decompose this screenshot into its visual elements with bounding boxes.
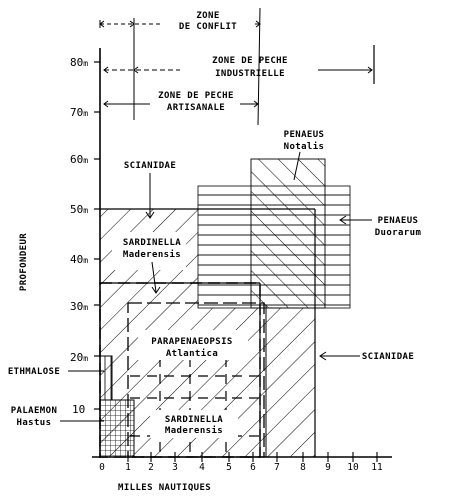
x-tick-3: 3 — [172, 462, 178, 473]
palaemon-region — [99, 399, 135, 458]
x-tick-10: 10 — [347, 462, 359, 473]
x-tick-7: 7 — [274, 462, 280, 473]
y-tick-30: 30 — [70, 300, 83, 313]
zone-conflit-line2: DE CONFLIT — [179, 22, 237, 32]
y-tick-40: 40 — [70, 253, 83, 266]
x-tick-11: 11 — [371, 462, 383, 473]
svg-text:80m: 80m — [70, 56, 88, 69]
y-axis-title: PROFONDEUR — [19, 233, 29, 291]
zone-industrielle: ZONE DE PECHE INDUSTRIELLE — [103, 45, 375, 84]
svg-text:SARDINELLA: SARDINELLA — [123, 238, 181, 248]
y-tick-70: 70 — [70, 106, 83, 119]
svg-text:SCIANIDAE: SCIANIDAE — [124, 161, 176, 171]
svg-text:40m: 40m — [70, 253, 88, 266]
parapenaeopsis-label-bg — [138, 330, 248, 360]
x-tick-5: 5 — [226, 462, 232, 473]
zone-artisanale-line2: ARTISANALE — [167, 103, 225, 113]
y-tick-marks — [94, 61, 100, 410]
label-penaeus-notalis: PENAEUS Notalis — [272, 126, 336, 181]
svg-text:PENAEUS: PENAEUS — [284, 130, 325, 140]
y-tick-20: 20 — [70, 351, 83, 364]
label-sardinella-bottom: SARDINELLA Maderensis — [165, 415, 223, 436]
label-sardinella-top: SARDINELLA Maderensis — [123, 238, 181, 294]
x-tick-1: 1 — [125, 462, 131, 473]
svg-text:30m: 30m — [70, 300, 88, 313]
svg-text:SCIANIDAE: SCIANIDAE — [362, 352, 414, 362]
label-parapenaeopsis: PARAPENAEOPSIS Atlantica — [151, 337, 232, 359]
y-tick-60: 60 — [70, 153, 83, 166]
svg-text:Atlantica: Atlantica — [166, 348, 218, 359]
y-tick-80: 80 — [70, 56, 83, 69]
x-tick-marks — [127, 452, 378, 462]
label-ethmalose: ETHMALOSE — [8, 367, 104, 377]
svg-text:60m: 60m — [70, 153, 88, 166]
parapenaeopsis-box — [127, 302, 265, 458]
x-tick-labels: 0 1 2 3 4 5 6 7 8 9 10 11 — [99, 462, 383, 473]
x-tick-9: 9 — [325, 462, 331, 473]
svg-text:Maderensis: Maderensis — [165, 425, 223, 436]
svg-text:PARAPENAEOPSIS: PARAPENAEOPSIS — [151, 337, 232, 347]
svg-text:PALAEMON: PALAEMON — [11, 406, 58, 416]
label-penaeus-duorarum: PENAEUS Duorarum — [339, 215, 422, 238]
x-tick-8: 8 — [300, 462, 306, 473]
y-tick-labels: 20m 30m 40m 50m 60m 70m 80m 10 — [70, 56, 88, 416]
zone-industrielle-line2: INDUSTRIELLE — [215, 69, 285, 79]
svg-text:Maderensis: Maderensis — [123, 249, 181, 260]
label-palaemon: PALAEMON Hastus — [11, 406, 104, 428]
label-scianidae-top: SCIANIDAE — [112, 157, 188, 219]
svg-text:20m: 20m — [70, 351, 88, 364]
zone-industrielle-line1: ZONE DE PECHE — [212, 56, 288, 66]
sardinella-lower-label-bg — [150, 410, 238, 438]
svg-text:ETHMALOSE: ETHMALOSE — [8, 367, 60, 377]
zone-artisanale: ZONE DE PECHE ARTISANALE — [103, 91, 259, 113]
x-tick-0: 0 — [99, 462, 105, 473]
svg-text:Hastus: Hastus — [17, 418, 52, 428]
label-scianidae-right: SCIANIDAE — [319, 351, 414, 362]
zone-artisanale-line1: ZONE DE PECHE — [158, 91, 234, 101]
penaeus-notalis-region — [250, 158, 326, 309]
svg-text:50m: 50m — [70, 203, 88, 216]
y-tick-50: 50 — [70, 203, 83, 216]
x-tick-2: 2 — [148, 462, 154, 473]
x-axis-title: MILLES NAUTIQUES — [118, 483, 211, 493]
x-tick-6: 6 — [250, 462, 256, 473]
x-tick-4: 4 — [199, 462, 205, 473]
svg-text:SARDINELLA: SARDINELLA — [165, 415, 223, 425]
y-tick-10: 10 — [72, 403, 85, 416]
svg-text:Duorarum: Duorarum — [375, 228, 422, 238]
sardinella-upper-clear — [112, 232, 186, 270]
svg-text:PENAEUS: PENAEUS — [378, 216, 419, 226]
ethmalose-region — [99, 355, 113, 401]
zone-conflit-line1: ZONE — [196, 11, 219, 21]
svg-text:70m: 70m — [70, 106, 88, 119]
y-unit: m — [83, 354, 88, 363]
zone-conflit: ZONE DE CONFLIT — [99, 7, 262, 126]
svg-text:Notalis: Notalis — [284, 141, 325, 152]
